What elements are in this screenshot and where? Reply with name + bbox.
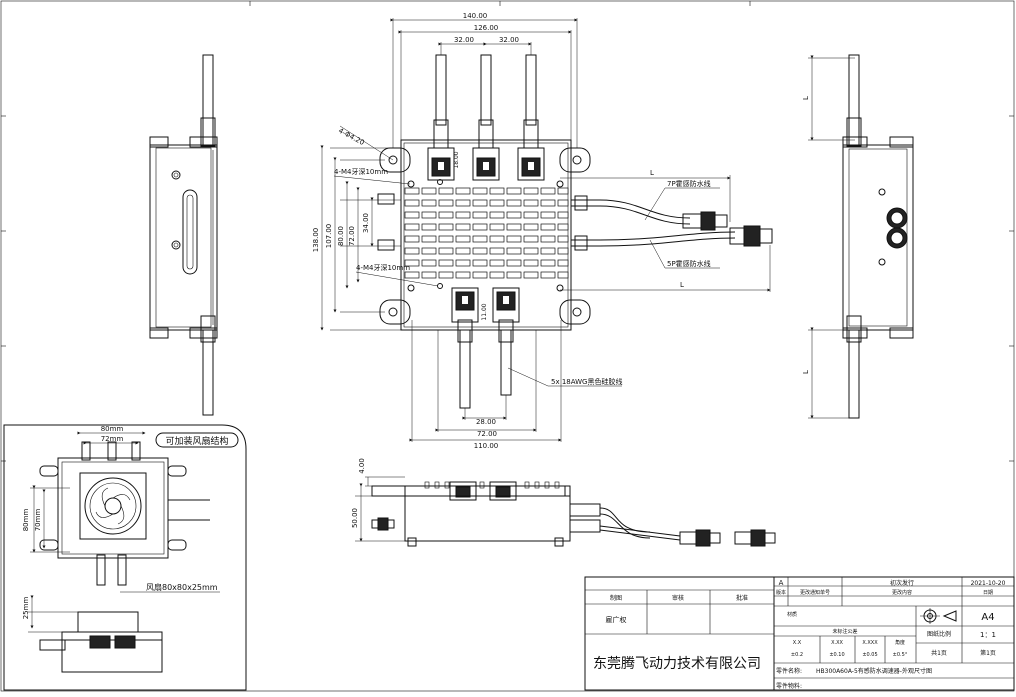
callout-7p-cable: 7P霍感防水线: [667, 179, 711, 188]
rev-date: 2021-10-20: [971, 580, 1006, 587]
part-name: HB300A60A-5有感防水调速器-外观尺寸图: [816, 667, 932, 675]
callout-holes: 4-Φ4.20: [337, 127, 366, 147]
callout-wire: 5x 18AWG黑色硅胶线: [551, 377, 622, 386]
dim-72-bottom: 72.00: [477, 430, 497, 438]
dim-L-top: L: [650, 169, 654, 177]
fan-inset: 可加装风扇结构 80mm 72mm 80mm 70mm 风扇80x80x25mm…: [3, 424, 247, 691]
dim-28: 28.00: [476, 418, 496, 426]
dim-11: 11.00: [481, 303, 488, 320]
scale-label: 图纸比例: [927, 630, 951, 638]
fan-size-label: 风扇80x80x25mm: [146, 582, 218, 592]
rev-change-label: 更改内容: [892, 589, 912, 596]
fan-dim-80mm-h: 80mm: [22, 509, 30, 532]
part-name-label: 零件名称:: [776, 667, 802, 675]
part-number-label: 零件物料:: [776, 682, 802, 690]
tol-x: X.X: [793, 640, 802, 646]
tol-xx: X.XX: [831, 640, 843, 646]
front-elevation: 4.00 50.00: [351, 458, 776, 547]
scale-value: 1：1: [980, 631, 996, 639]
tol-angle: 角度: [895, 639, 905, 646]
fan-dim-25mm: 25mm: [22, 597, 30, 620]
dim-18: 18.00: [453, 151, 460, 168]
tol-xxx: X.XXX: [862, 640, 878, 646]
rev-version-label: 版本: [776, 589, 786, 596]
dim-138: 138.00: [312, 228, 320, 253]
dim-72: 72.00: [348, 226, 356, 246]
tol-v1: ±0.2: [791, 652, 803, 658]
dim-50: 50.00: [351, 508, 359, 528]
callout-5p-cable: 5P霍感防水线: [667, 259, 711, 268]
pages-total: 共1页: [931, 649, 947, 657]
tol-v4: ±0.5°: [893, 652, 908, 658]
projection-symbol-icon: [920, 608, 957, 624]
material-label: 材质: [787, 611, 797, 618]
fan-dim-70mm: 70mm: [34, 509, 42, 532]
dim-34: 34.00: [362, 213, 370, 233]
drafter-name: 雇广权: [606, 615, 627, 624]
dim-107: 107.00: [325, 224, 333, 249]
dim-140: 140.00: [463, 12, 488, 20]
tol-v3: ±0.05: [862, 652, 877, 658]
fan-dim-72mm: 72mm: [101, 435, 124, 443]
dim-L-bottom: L: [680, 281, 684, 289]
tol-v2: ±0.10: [829, 652, 844, 658]
check-label: 审核: [672, 594, 684, 602]
dim-4: 4.00: [358, 458, 366, 474]
draw-label: 制图: [610, 594, 622, 602]
dim-L-right-bottom: L: [802, 370, 810, 374]
dim-32-left: 32.00: [454, 36, 474, 44]
fan-dim-80mm: 80mm: [101, 425, 124, 433]
dim-110: 110.00: [474, 442, 499, 450]
dim-80: 80.00: [337, 226, 345, 246]
title-block: A 初次发行 2021-10-20 版本 更改通知单号 更改内容 日期 制图 审…: [584, 576, 1015, 691]
company-name: 东莞腾飞动力技术有限公司: [593, 655, 761, 672]
fan-inset-title: 可加装风扇结构: [165, 435, 228, 447]
page-number: 第1页: [980, 649, 996, 657]
left-side-view: [149, 54, 218, 416]
rev-mark: A: [779, 579, 784, 587]
rev-date-label: 日期: [983, 590, 993, 596]
approve-label: 批准: [736, 594, 748, 602]
heatsink-fins: [404, 187, 569, 279]
dim-32-right: 32.00: [499, 36, 519, 44]
callout-thread-top: 4-M4牙深10mm: [334, 167, 388, 176]
top-view: [379, 54, 773, 409]
sheet-size: A4: [981, 612, 994, 623]
callout-thread-bottom: 4-M4牙深10mm: [356, 263, 410, 272]
tolerance-title: 未标注公差: [832, 628, 857, 635]
rev-description: 初次发行: [890, 579, 914, 587]
right-side-view: L L: [802, 54, 914, 419]
rev-change-no-label: 更改通知单号: [800, 589, 830, 596]
top-view-dimensions: 140.00 126.00 32.00 32.00 138.00 107.00 …: [312, 12, 771, 450]
dim-L-right-top: L: [802, 96, 810, 100]
dim-126: 126.00: [474, 24, 499, 32]
